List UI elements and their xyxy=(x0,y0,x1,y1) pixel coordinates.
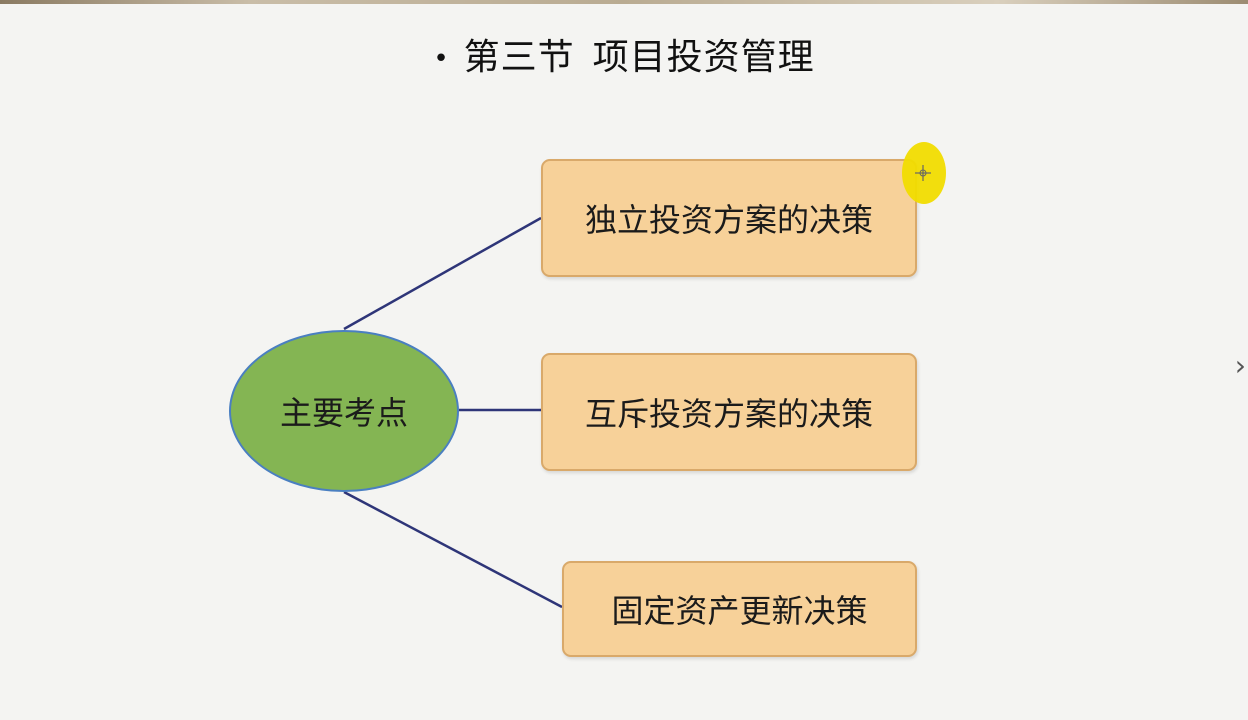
chevron-right-icon[interactable]: › xyxy=(1234,349,1246,382)
center-node-label: 主要考点 xyxy=(279,394,408,432)
connector-line-1 xyxy=(343,216,542,331)
top-edge-strip xyxy=(0,0,1248,4)
branch-node-label: 互斥投资方案的决策 xyxy=(584,395,873,433)
pointer-crosshair-icon xyxy=(915,165,931,181)
connector-line-3 xyxy=(343,490,563,609)
branch-node-independent: 独立投资方案的决策 xyxy=(541,159,917,277)
branch-node-mutually-exclusive: 互斥投资方案的决策 xyxy=(541,353,917,471)
section-title: 项目投资管理 xyxy=(592,37,815,78)
section-label: 第三节 xyxy=(463,37,575,78)
branch-node-asset-renewal: 固定资产更新决策 xyxy=(562,561,917,657)
branch-node-label: 独立投资方案的决策 xyxy=(584,201,873,239)
branch-node-label: 固定资产更新决策 xyxy=(611,592,868,630)
bullet-dot-icon: • xyxy=(433,44,450,74)
center-node: 主要考点 xyxy=(229,330,459,492)
slide-title: • 第三节项目投资管理 xyxy=(0,28,1248,80)
